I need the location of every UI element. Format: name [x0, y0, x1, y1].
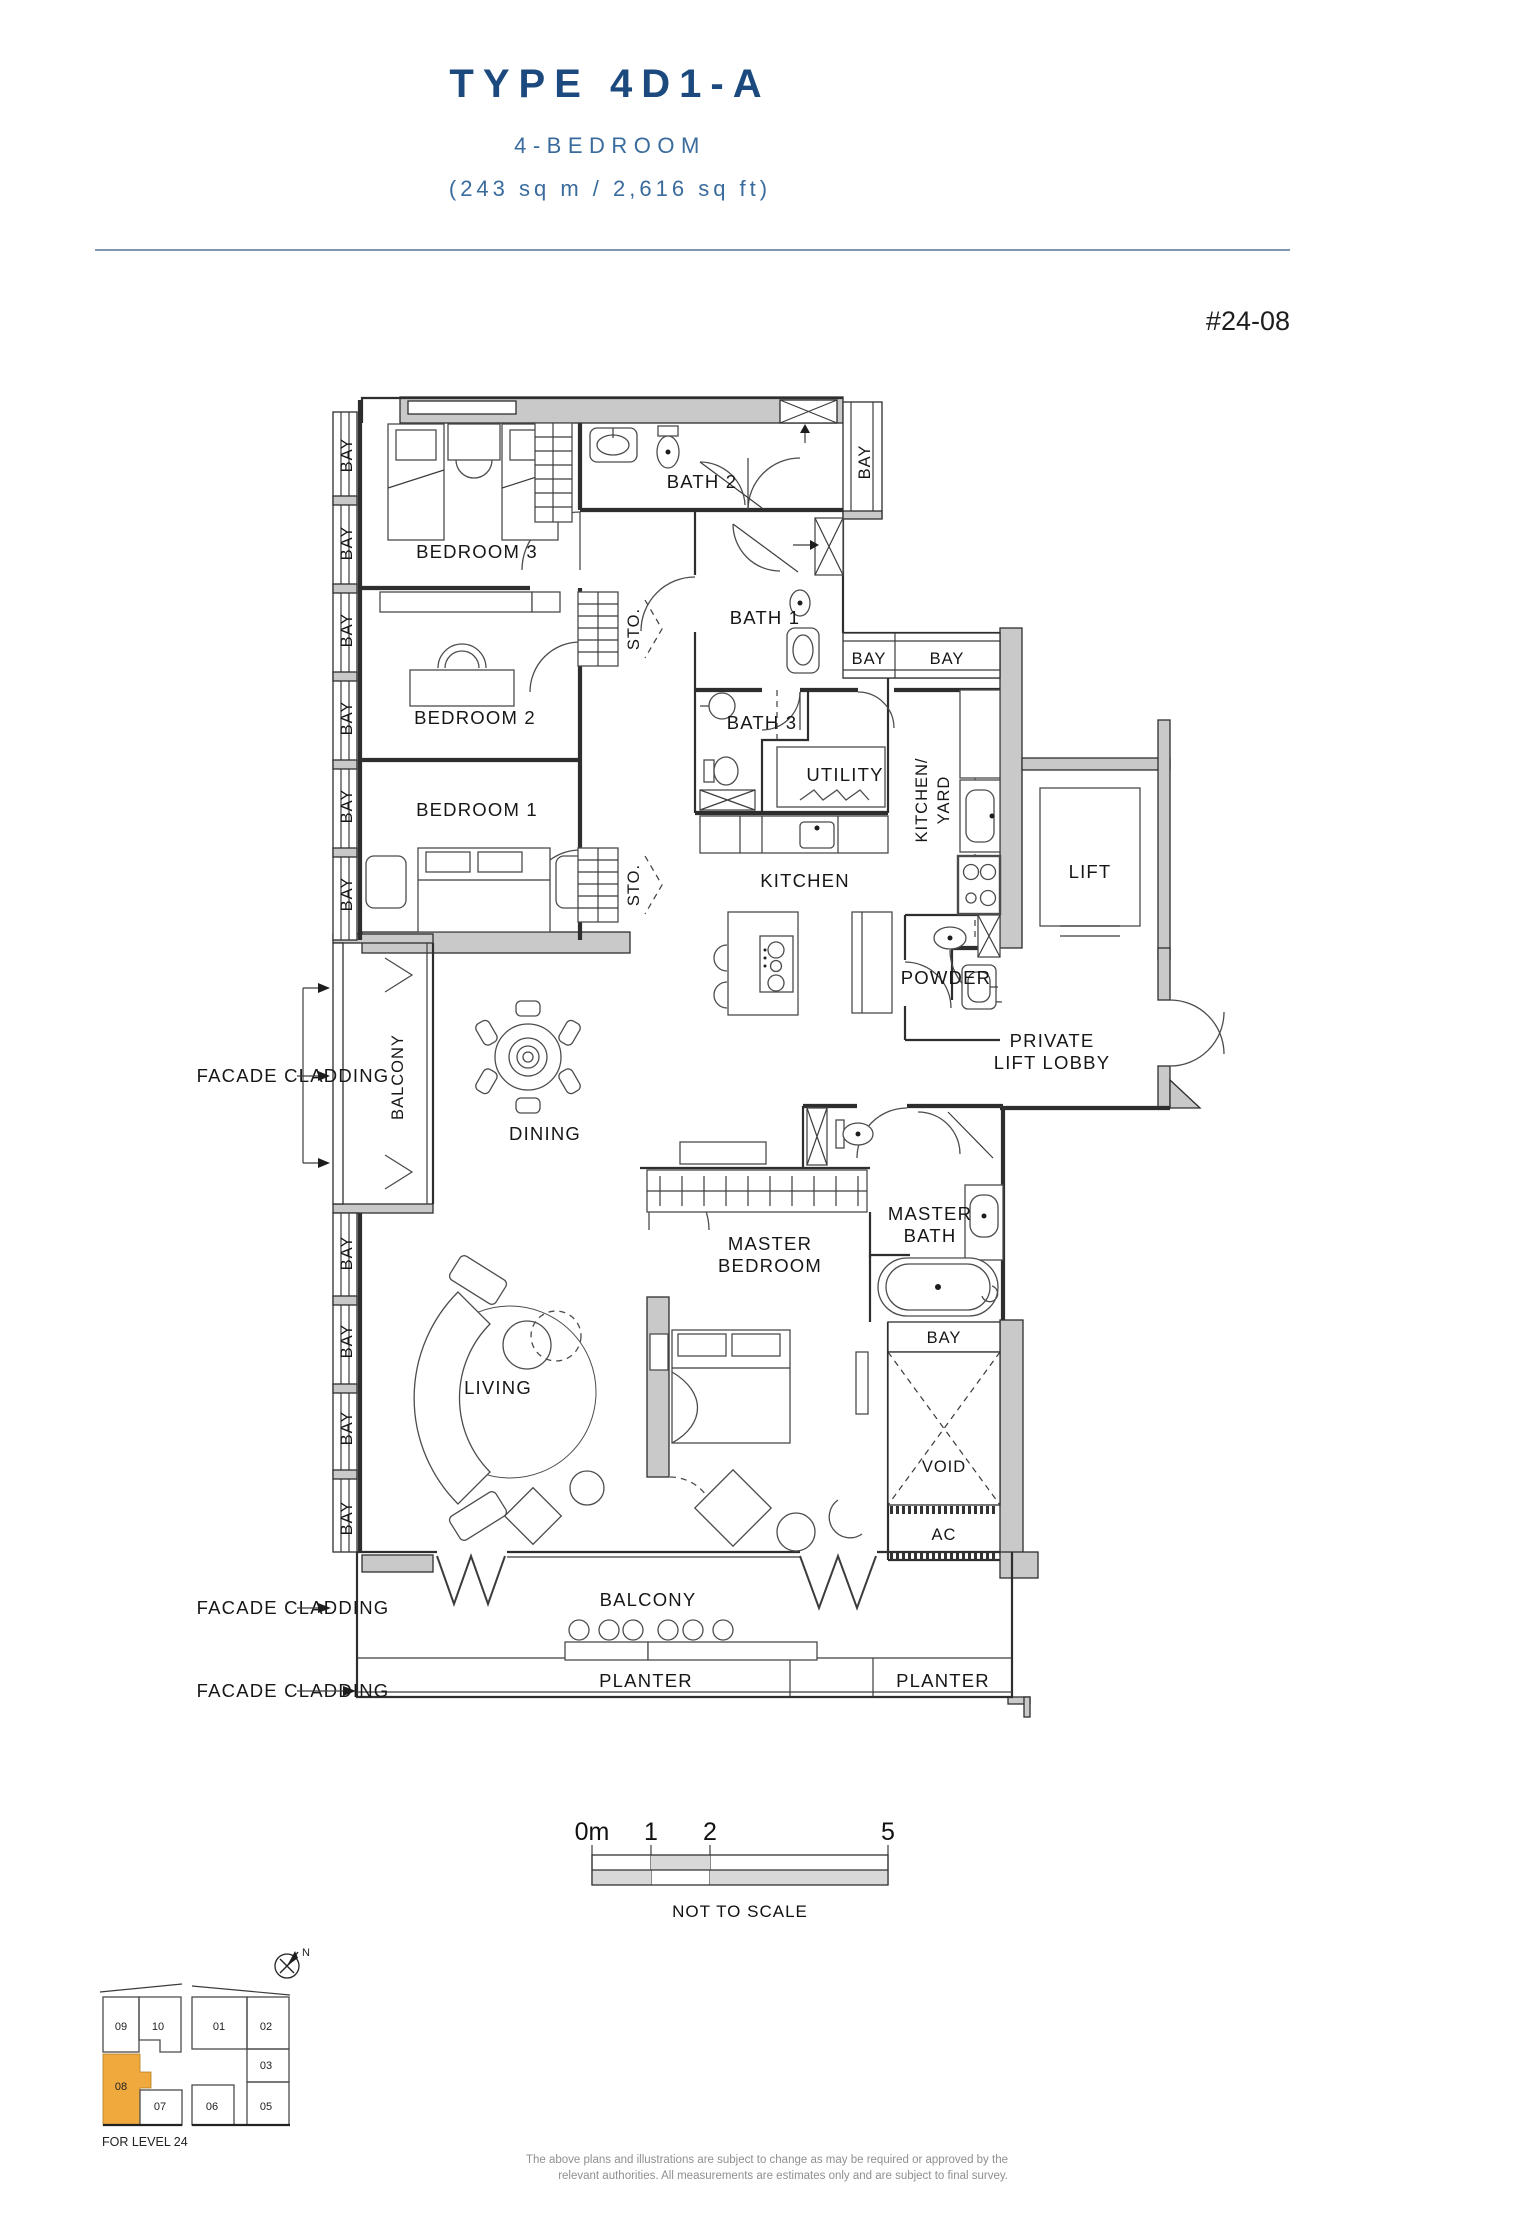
facade-cladding-label: FACADE CLADDING [197, 1065, 390, 1086]
keyplan-unit-08: 08 [115, 2081, 127, 2093]
bath2-fixtures [589, 425, 844, 576]
room-label-kitchen: KITCHEN [760, 870, 850, 891]
bay-label: BAY [338, 789, 356, 824]
keyplan-unit-03: 03 [260, 2060, 272, 2072]
bay-label: BAY [927, 1329, 962, 1347]
bay-label: BAY [338, 701, 356, 736]
header: TYPE 4D1-A 4-BEDROOM (243 sq m / 2,616 s… [95, 62, 1290, 336]
room-label-void: VOID [922, 1458, 966, 1476]
utility-furniture [776, 690, 886, 808]
storage-closets [577, 591, 663, 923]
scale-bar: 0m 1 2 5 NOT TO SCALE [575, 1818, 895, 1921]
room-label-powder: POWDER [901, 967, 991, 988]
room-label-master-1: MASTER [728, 1233, 812, 1254]
room-label-bath3: BATH 3 [727, 712, 798, 733]
room-label-ac: AC [932, 1526, 957, 1544]
balcony-bottom [564, 1619, 818, 1661]
room-label-balcony-bottom: BALCONY [600, 1589, 697, 1610]
bath3-fixtures [699, 692, 756, 811]
disclaimer-line-1: The above plans and illustrations are su… [526, 2154, 1008, 2166]
bay-label: BAY [338, 438, 356, 473]
window-symbols [436, 1553, 877, 1611]
bay-label: BAY [338, 1501, 356, 1536]
facade-cladding-label: FACADE CLADDING [197, 1597, 390, 1618]
room-label-utility: UTILITY [806, 764, 883, 785]
scale-tick-0m: 0m [575, 1818, 610, 1846]
area-subtitle: (243 sq m / 2,616 sq ft) [449, 176, 771, 201]
keyplan-caption: FOR LEVEL 24 [102, 2135, 188, 2149]
room-label-planter-left: PLANTER [599, 1670, 693, 1691]
footer-disclaimer: The above plans and illustrations are su… [526, 2154, 1008, 2182]
room-label-kitchen-yard: KITCHEN/ [913, 757, 931, 842]
scale-tick-2: 2 [703, 1818, 717, 1846]
keyplan-unit-09: 09 [115, 2021, 127, 2033]
room-label-dining: DINING [509, 1123, 581, 1144]
room-label-living: LIVING [464, 1377, 532, 1398]
north-label: N [302, 1947, 310, 1959]
bay-labels-left: BAY BAY BAY BAY BAY BAY BAY BAY BAY BAY [338, 438, 356, 1536]
room-label-bedroom3: BEDROOM 3 [416, 541, 538, 562]
lift [1021, 770, 1141, 948]
room-label-lobby-1: PRIVATE [1010, 1030, 1095, 1051]
facade-cladding-label: FACADE CLADDING [197, 1680, 390, 1701]
bay-label: BAY [856, 445, 874, 480]
void-ac-column [887, 1321, 1001, 1560]
room-label-bedroom2: BEDROOM 2 [414, 707, 536, 728]
master-bath-fixtures [806, 1107, 1004, 1317]
room-label-balcony-side: BALCONY [389, 1034, 407, 1120]
bay-label: BAY [338, 526, 356, 561]
room-label-bedroom1: BEDROOM 1 [416, 799, 538, 820]
keyplan-unit-06: 06 [206, 2101, 218, 2113]
bedroom-count-subtitle: 4-BEDROOM [514, 133, 706, 158]
bay-window-strip-left [332, 411, 358, 1553]
room-label-master-bath-1: MASTER [888, 1203, 972, 1224]
page-title: TYPE 4D1-A [449, 62, 770, 106]
room-label-lobby-2: LIFT LOBBY [994, 1052, 1111, 1073]
bay-label: BAY [338, 613, 356, 648]
keyplan-unit-02: 02 [260, 2021, 272, 2033]
storage-label: STO. [625, 864, 643, 906]
balcony-left [332, 942, 414, 1205]
storage-label: STO. [625, 608, 643, 650]
room-label-bath2: BATH 2 [667, 471, 738, 492]
keyplan-unit-07: 07 [154, 2101, 166, 2113]
master-bedroom-furniture [646, 1141, 869, 1552]
keyplan-unit-05: 05 [260, 2101, 272, 2113]
bedroom3-furniture [387, 422, 573, 541]
north-compass-icon [274, 1951, 300, 1979]
bedroom2-furniture [379, 591, 561, 707]
bath1-fixtures [732, 523, 820, 674]
bay-label: BAY [852, 650, 887, 668]
room-label-bath1: BATH 1 [730, 607, 801, 628]
not-to-scale-note: NOT TO SCALE [672, 1902, 808, 1921]
bedroom1-furniture [365, 847, 597, 933]
room-label-lift: LIFT [1069, 861, 1112, 882]
bay-label: BAY [338, 877, 356, 912]
powder-fixtures [933, 914, 1001, 1010]
bay-window-pair: BAY BAY [842, 632, 1001, 679]
disclaimer-line-2: relevant authorities. All measurements a… [558, 2170, 1008, 2182]
room-label-yard: YARD [935, 776, 953, 825]
facade-cladding-annotations: FACADE CLADDING FACADE CLADDING FACADE C… [197, 983, 390, 1701]
scale-tick-5: 5 [881, 1818, 895, 1846]
room-label-master-2: BEDROOM [718, 1255, 822, 1276]
key-plan-units [102, 1996, 290, 2127]
room-label-master-bath-2: BATH [904, 1225, 957, 1246]
dining-furniture [475, 1000, 581, 1114]
bay-label: BAY [930, 650, 965, 668]
keyplan-unit-10: 10 [152, 2021, 164, 2033]
floor-plan: BAY BAY BAY BAY BAY BAY BAY BAY BAY BAY … [197, 396, 1225, 1718]
unit-number: #24-08 [1206, 306, 1290, 336]
key-plan: 09 10 01 02 03 08 07 06 05 N FOR LEVEL 2… [99, 1947, 310, 2149]
kitchen-furniture [699, 689, 1002, 1016]
bay-label: BAY [338, 1236, 356, 1271]
bay-label: BAY [338, 1324, 356, 1359]
keyplan-unit-01: 01 [213, 2021, 225, 2033]
bay-window-top-right: BAY [779, 399, 883, 520]
bay-label: BAY [338, 1411, 356, 1446]
room-label-planter-right: PLANTER [896, 1670, 990, 1691]
scale-tick-1: 1 [644, 1818, 658, 1846]
living-furniture [413, 1255, 605, 1546]
